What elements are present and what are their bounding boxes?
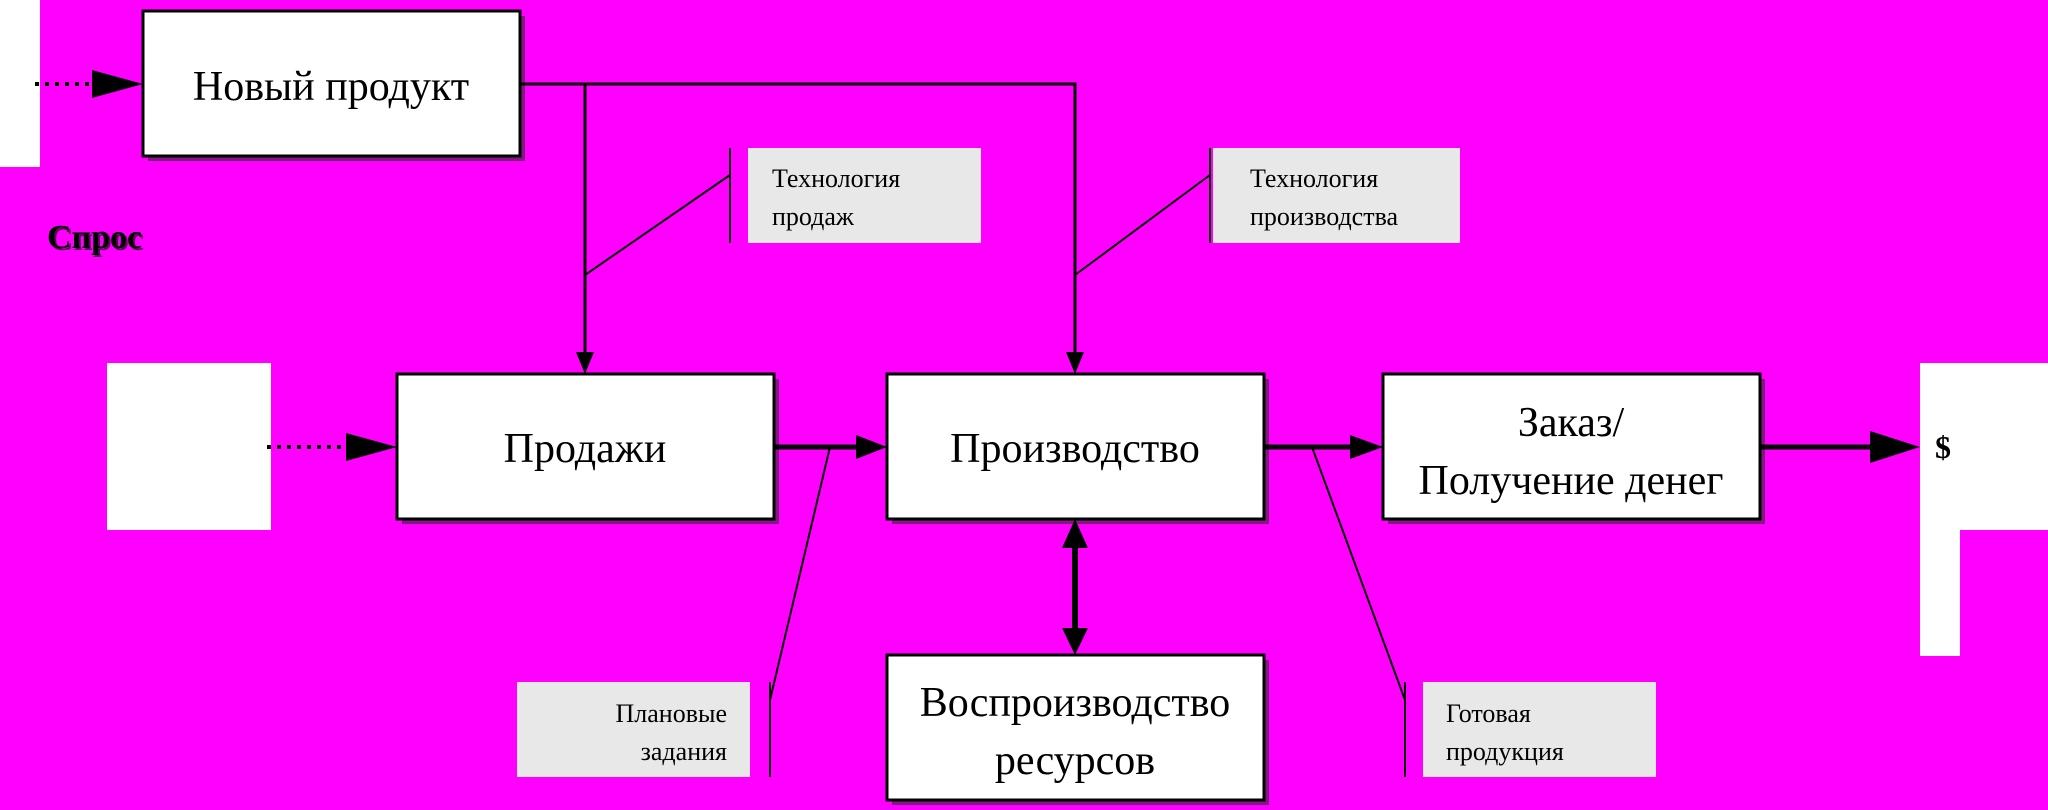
planned-tasks-line2: задания	[641, 737, 727, 766]
order-box	[1381, 372, 1762, 521]
order-label-line1: Заказ/	[1518, 400, 1625, 446]
production-technology-line2: производства	[1250, 202, 1399, 231]
connector-new-product-to-production	[520, 82, 1077, 360]
sales-technology-line2: продаж	[772, 202, 855, 231]
left-edge-panel	[0, 0, 40, 167]
callout-finished-products	[1311, 446, 1406, 701]
demand-label: Спрос	[47, 219, 142, 256]
reproduction-box	[885, 653, 1266, 802]
production-technology-note	[1213, 148, 1460, 243]
sales-box	[395, 372, 776, 521]
new-product-label: Новый продукт	[193, 64, 469, 110]
money-box	[1920, 363, 2048, 656]
demand-source-box	[107, 363, 271, 530]
production-label: Производство	[950, 426, 1200, 472]
arrowhead-new-product	[92, 70, 143, 98]
finished-products-note	[1423, 682, 1656, 777]
sales-technology-line1: Технология	[772, 164, 900, 193]
planned-tasks-line1: Плановые	[616, 699, 728, 728]
callout-production-technology	[1074, 174, 1211, 276]
svg-text:Спрос: Спрос	[49, 221, 144, 258]
callout-planned-tasks	[769, 446, 831, 701]
reproduction-label-line1: Воспроизводство	[920, 680, 1231, 726]
money-symbol: $	[1935, 429, 1951, 465]
sales-technology-note	[748, 148, 981, 243]
production-technology-line1: Технология	[1250, 164, 1378, 193]
order-label-line2: Получение денег	[1419, 458, 1724, 504]
reproduction-label-line2: ресурсов	[995, 738, 1155, 784]
production-box	[885, 372, 1266, 521]
callout-sales-technology	[584, 174, 731, 276]
sales-label: Продажи	[504, 426, 667, 472]
finished-products-line1: Готовая	[1446, 699, 1531, 728]
planned-tasks-note	[517, 682, 750, 777]
finished-products-line2: продукция	[1446, 737, 1564, 766]
new-product-box	[141, 9, 522, 158]
arrowhead-sales	[346, 433, 397, 461]
